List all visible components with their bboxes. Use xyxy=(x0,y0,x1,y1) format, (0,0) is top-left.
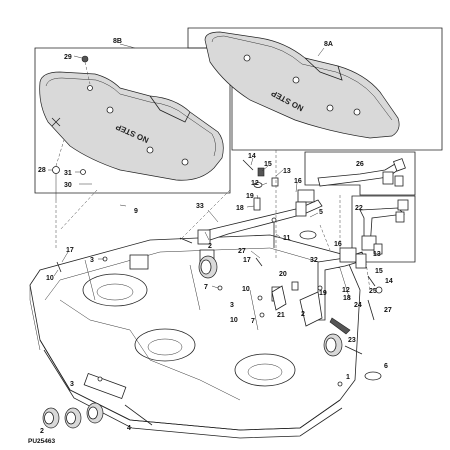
cover-8b xyxy=(39,71,224,181)
callout-21: 21 xyxy=(277,312,285,319)
part-29-icon xyxy=(81,55,89,63)
callout-7-a: 7 xyxy=(204,284,208,291)
callout-23: 23 xyxy=(348,337,356,344)
figure-id: PU25463 xyxy=(28,438,55,445)
callout-33: 33 xyxy=(196,203,204,210)
callout-14: 14 xyxy=(248,153,256,160)
callout-12-b: 12 xyxy=(342,287,350,294)
box-22-frame xyxy=(351,195,416,263)
callout-28: 28 xyxy=(38,167,46,174)
callout-6: 6 xyxy=(384,363,388,370)
callout-3-c: 3 xyxy=(70,381,74,388)
callout-11-a: 11 xyxy=(283,235,291,242)
callout-2-a: 2 xyxy=(208,243,212,250)
box-8a-frame xyxy=(187,27,443,151)
callout-5: 5 xyxy=(319,209,323,216)
callout-9: 9 xyxy=(134,208,138,215)
callout-22: 22 xyxy=(355,205,363,212)
callout-15: 15 xyxy=(264,161,272,168)
callout-10-b: 10 xyxy=(242,286,250,293)
callout-24: 24 xyxy=(354,302,362,309)
cover-8a-group: 8A NO STEP xyxy=(187,27,443,151)
callout-15-b: 15 xyxy=(375,268,383,275)
arm-26-group xyxy=(304,151,416,196)
callout-25: 25 xyxy=(369,288,377,295)
callout-18-b: 18 xyxy=(343,295,351,302)
callout-3-b: 3 xyxy=(230,302,234,309)
callout-17-a: 17 xyxy=(66,247,74,254)
lift-arm-rear xyxy=(271,247,367,335)
callout-13: 13 xyxy=(283,168,291,175)
callout-30: 30 xyxy=(64,182,72,189)
callout-27-b: 27 xyxy=(384,307,392,314)
callout-12: 12 xyxy=(251,180,259,187)
box-8a-label: 8A xyxy=(324,41,333,48)
hardware xyxy=(56,159,383,426)
callout-31: 31 xyxy=(64,170,72,177)
cover-8a xyxy=(204,31,400,139)
box-26-frame xyxy=(304,151,416,196)
callout-4: 4 xyxy=(127,425,131,432)
callout-7-b: 7 xyxy=(251,318,255,325)
callout-13-b: 13 xyxy=(373,251,381,258)
callout-32: 32 xyxy=(310,257,318,264)
cover-8b-group: 8B NO STEP xyxy=(34,38,231,200)
callout-19-b: 19 xyxy=(319,290,327,297)
lift-arm-33 xyxy=(197,189,323,248)
callouts: 29 28 31 30 9 14 15 13 12 16 19 18 5 26 … xyxy=(38,54,393,435)
box-8b-label: 8B xyxy=(113,38,122,45)
callout-18: 18 xyxy=(236,205,244,212)
callout-14-b: 14 xyxy=(385,278,393,285)
callout-17-b: 17 xyxy=(243,257,251,264)
callout-26: 26 xyxy=(356,161,364,168)
callout-1: 1 xyxy=(346,374,350,381)
callout-27-a: 27 xyxy=(238,248,246,255)
leader-lines xyxy=(48,55,319,289)
callout-10-c: 10 xyxy=(230,317,238,324)
callout-29: 29 xyxy=(64,54,72,61)
callout-16-b: 16 xyxy=(334,241,342,248)
gauge-wheels xyxy=(42,255,343,429)
callout-20: 20 xyxy=(279,271,287,278)
callout-10-a: 10 xyxy=(46,275,54,282)
box-8b-frame xyxy=(34,47,231,194)
part-31-icon xyxy=(80,169,86,175)
callout-3-a: 3 xyxy=(90,257,94,264)
callout-19: 19 xyxy=(246,193,254,200)
assembly-lines xyxy=(55,150,371,291)
callout-16: 16 xyxy=(294,178,302,185)
part-28-icon xyxy=(52,166,60,174)
mower-deck xyxy=(29,234,361,439)
callout-2-b: 2 xyxy=(301,311,305,318)
callout-2-c: 2 xyxy=(40,428,44,435)
arm-22-group xyxy=(351,195,416,263)
